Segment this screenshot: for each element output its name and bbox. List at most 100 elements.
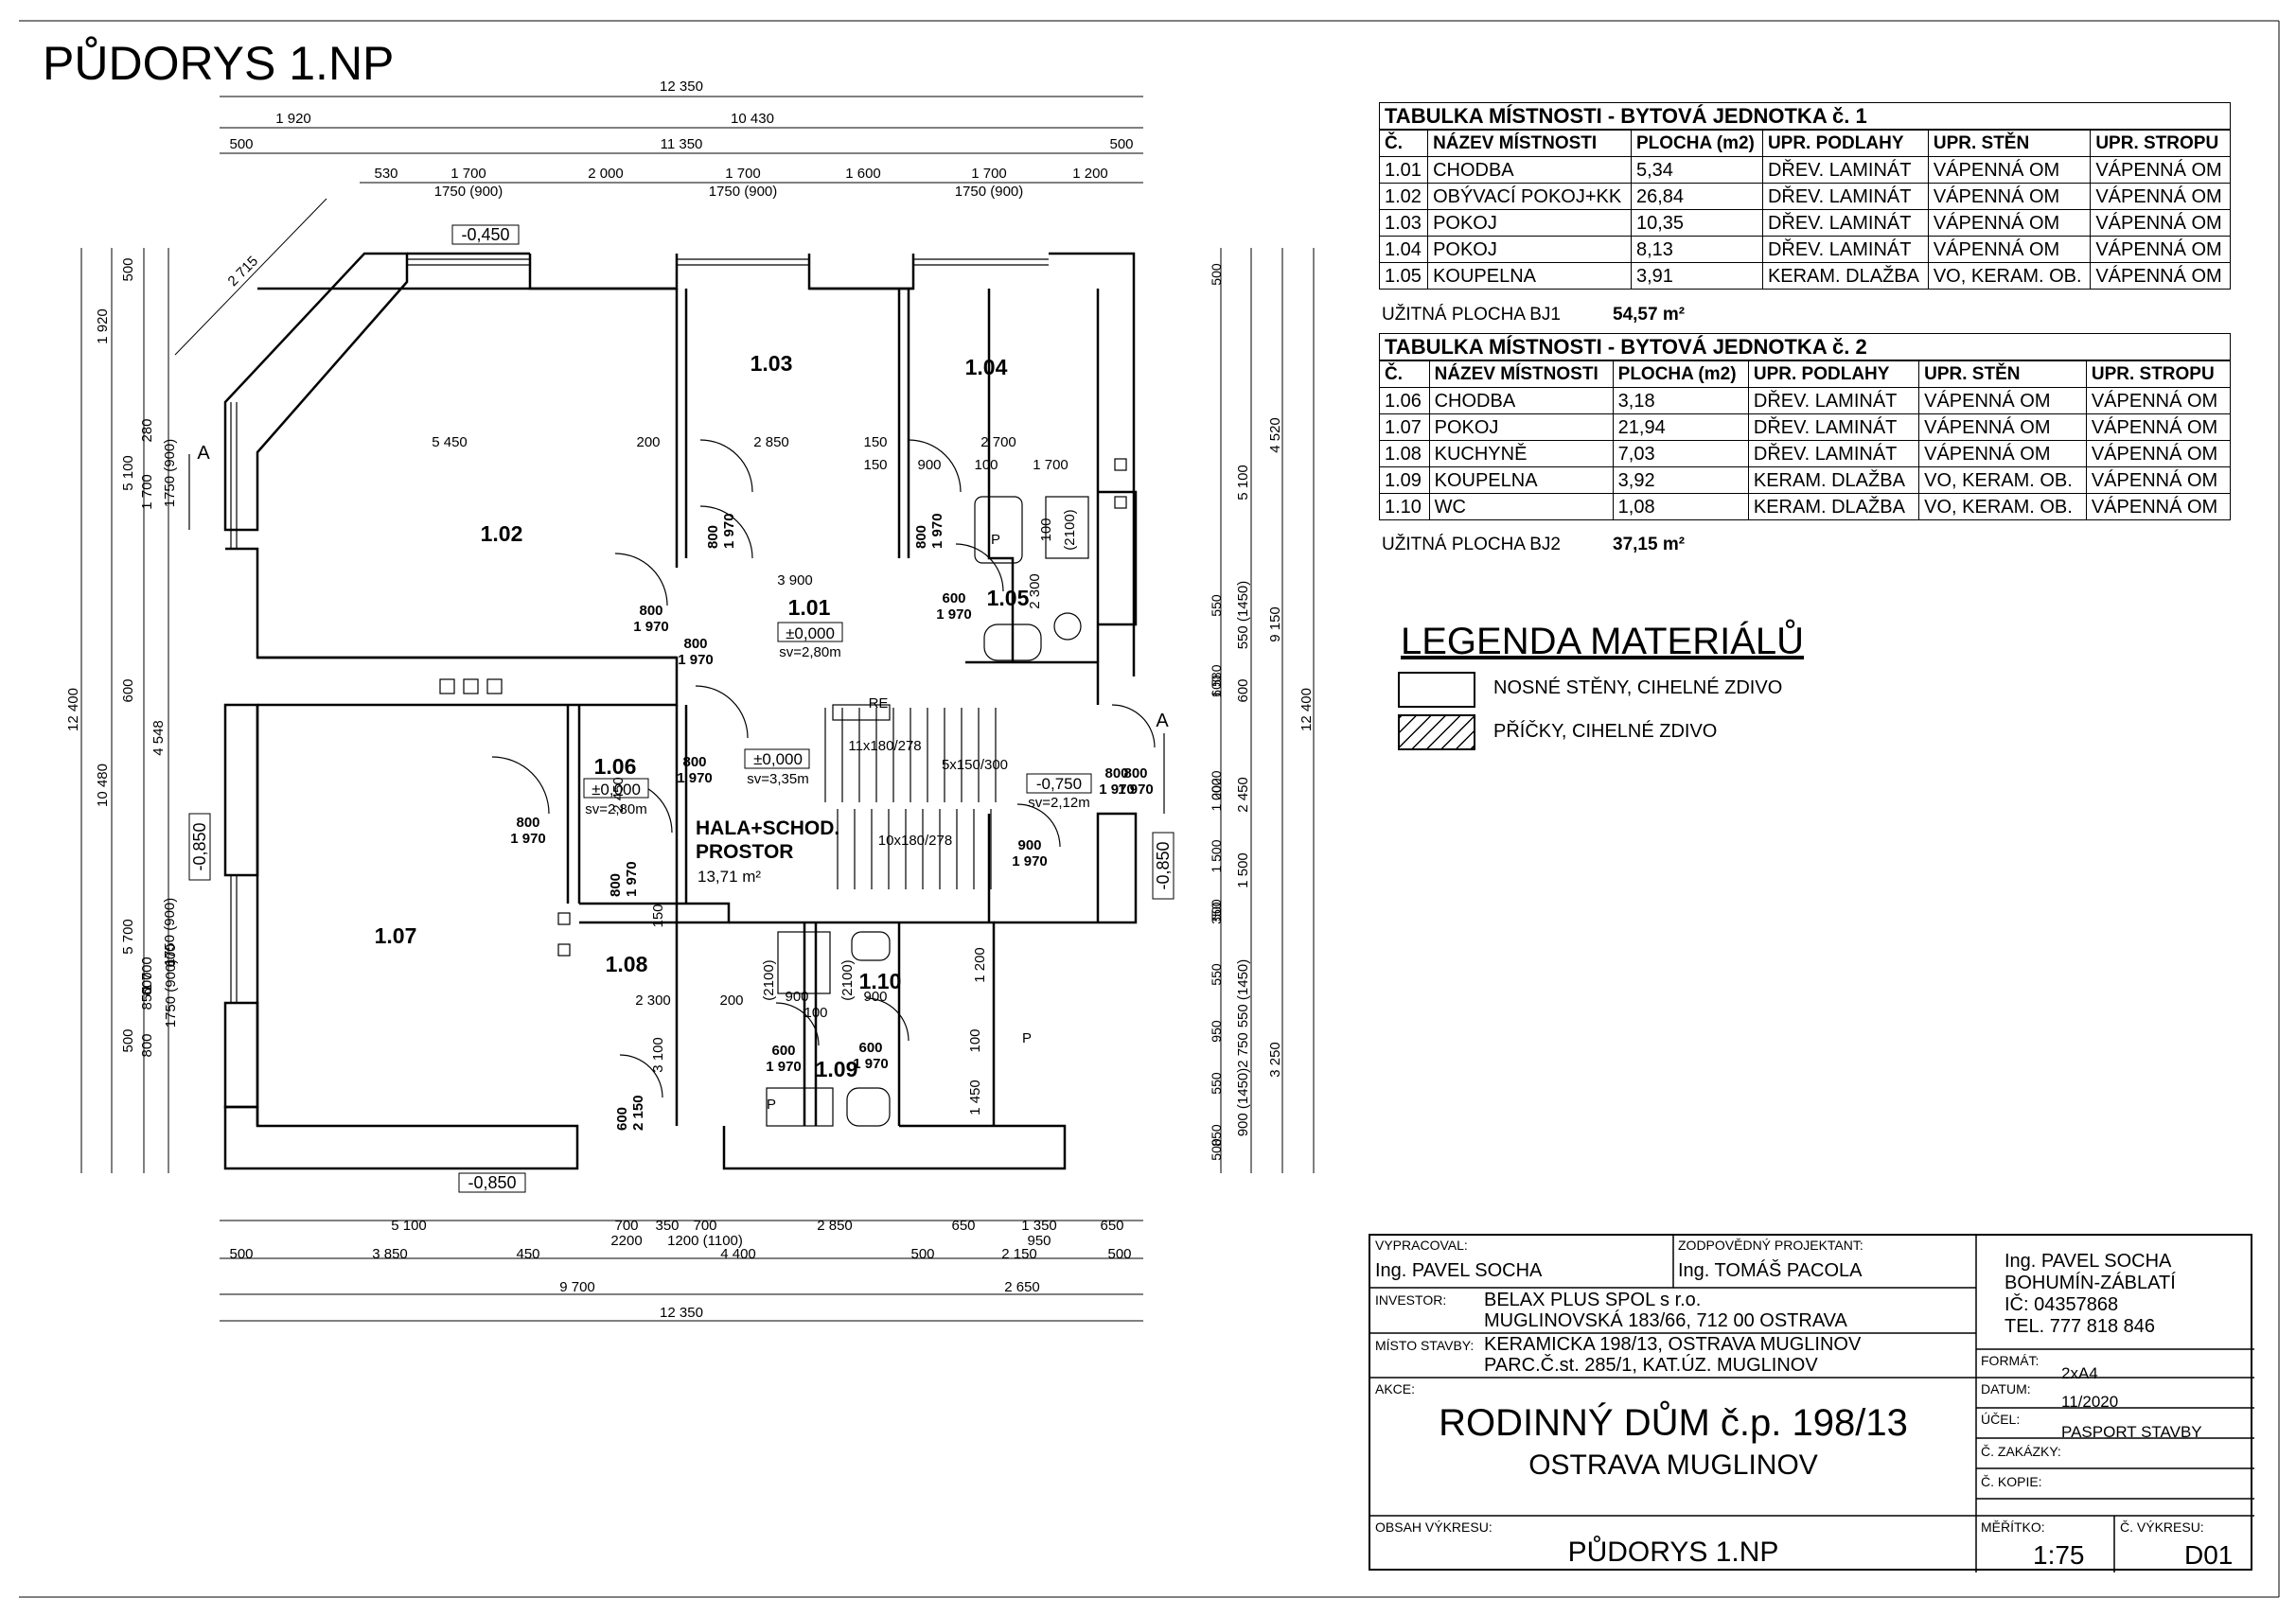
- dimension-text: 1 350: [1021, 1218, 1057, 1234]
- dimension-text: 3 900: [777, 572, 813, 588]
- tb-misto-line: PARC.Č.st. 285/1, KAT.ÚZ. MUGLINOV: [1484, 1355, 1818, 1376]
- dimension-text: 9 150: [1267, 606, 1283, 642]
- dimension-text: 500: [910, 1246, 934, 1262]
- stair-label: RE: [869, 695, 889, 711]
- dimension-text: 500: [1107, 1246, 1131, 1262]
- dimension-text: 1 700: [139, 474, 155, 510]
- utility-label: UŽITNÁ PLOCHA BJ1: [1382, 305, 1561, 325]
- door-height: 1 970: [677, 770, 713, 786]
- window-dimension: 1750 (900): [162, 439, 178, 508]
- table-header-cell: Č.: [1378, 129, 1429, 157]
- fixture-label: P: [991, 532, 1000, 548]
- dimension-text: 650: [951, 1218, 975, 1234]
- dimension-lines: [80, 96, 1315, 1322]
- tb-label: DATUM:: [1981, 1381, 2031, 1396]
- hall-label: HALA+SCHOD.: [696, 817, 839, 839]
- table-cell: 5,34: [1630, 156, 1763, 184]
- tb-label: Č. KOPIE:: [1981, 1474, 2042, 1489]
- table-cell: DŘEV. LAMINÁT: [1747, 387, 1920, 414]
- utility-label: UŽITNÁ PLOCHA BJ2: [1382, 535, 1561, 554]
- door-height: 1 970: [929, 513, 945, 549]
- table-cell: VÁPENNÁ OM: [1918, 440, 2087, 467]
- landing-ceiling-height: sv=2,12m: [1028, 795, 1089, 811]
- dimension-text: 500: [229, 1246, 253, 1262]
- door-height: 1 970: [510, 831, 546, 847]
- dimension-text: 3 250: [1267, 1042, 1283, 1078]
- dimension-text: 500: [1209, 899, 1224, 922]
- door-height: 1 970: [1118, 782, 1154, 798]
- table-header-cell: UPR. STROPU: [2085, 360, 2232, 388]
- dimension-text: 100: [804, 1005, 827, 1021]
- dimension-text: 450: [516, 1246, 539, 1262]
- dimension-text: 2 300: [1027, 573, 1043, 609]
- dimension-text: 1 500: [1209, 839, 1224, 872]
- drawing-title: PŮDORYS 1.NP: [43, 37, 395, 90]
- dimension-text: 350: [1209, 902, 1224, 924]
- table-cell: WC: [1428, 493, 1614, 520]
- table-cell: VO, KERAM. OB.: [1927, 262, 2092, 290]
- tb-ucel: PASPORT STAVBY: [2061, 1423, 2202, 1441]
- dimension-text: 1 700: [139, 957, 155, 992]
- dimension-text: 500: [1209, 263, 1224, 286]
- table-cell: OBÝVACÍ POKOJ+KK: [1427, 183, 1632, 210]
- level-box: [1152, 832, 1174, 900]
- dimension-text: 280: [139, 418, 155, 442]
- dimension-text: 4 400: [720, 1246, 756, 1262]
- dimension-text: 100: [967, 1028, 983, 1052]
- dimension-text: 600: [1209, 675, 1224, 697]
- dimension-text: 5 450: [432, 434, 468, 450]
- dimension-text: 2 700: [980, 434, 1016, 450]
- tb-label: VYPRACOVAL:: [1375, 1238, 1468, 1253]
- tb-investor-line: MUGLINOVSKÁ 183/66, 712 00 OSTRAVA: [1484, 1310, 1847, 1331]
- dimension-text: 530: [374, 166, 397, 182]
- level-box: [451, 224, 520, 245]
- door-width: 600: [942, 590, 965, 606]
- table-header-cell: UPR. PODLAHY: [1747, 360, 1920, 388]
- table-cell: CHODBA: [1427, 156, 1632, 184]
- tb-akce-title: RODINNÝ DŮM č.p. 198/13: [1439, 1402, 1908, 1444]
- tb-label: AKCE:: [1375, 1381, 1416, 1396]
- tb-firm: Ing. PAVEL SOCHA BOHUMÍN-ZÁBLATÍ IČ: 043…: [2005, 1251, 2176, 1338]
- dimension-text: 2 650: [1004, 1279, 1040, 1295]
- table-cell: 1.09: [1379, 466, 1430, 494]
- door-height: 2 150: [630, 1095, 646, 1131]
- dimension-text: (2100): [839, 959, 856, 1000]
- tb-akce-subtitle: OSTRAVA MUGLINOV: [1528, 1449, 1818, 1481]
- door-height: 1 970: [766, 1059, 802, 1075]
- dimension-text: 900: [917, 457, 941, 473]
- terrain-level: -0,850: [190, 822, 209, 870]
- tb-misto: KERAMICKA 198/13, OSTRAVA MUGLINOV PARC.…: [1484, 1334, 1861, 1376]
- dimension-text: 2 450: [610, 777, 627, 813]
- title-block-grid: [1370, 1236, 2254, 1572]
- table-cell: VÁPENNÁ OM: [1918, 413, 2087, 441]
- dimension-text: 4 548: [150, 720, 167, 756]
- room-table-bj2: TABULKA MÍSTNOSTI - BYTOVÁ JEDNOTKA č. 2…: [1379, 333, 2232, 520]
- door-width: 800: [516, 815, 539, 831]
- dimension-text: 1 600: [845, 166, 881, 182]
- tb-datum: 11/2020: [2061, 1393, 2119, 1411]
- dimension-text: 2 150: [1001, 1246, 1037, 1262]
- stair-label: 5x150/300: [942, 757, 1008, 773]
- legend-item: PŘÍČKY, CIHELNÉ ZDIVO: [1493, 721, 1718, 742]
- door-width: 800: [1123, 765, 1147, 782]
- table-cell: 26,84: [1630, 183, 1763, 210]
- tb-firm-line: IČ: 04357868: [2005, 1294, 2119, 1315]
- table-cell: DŘEV. LAMINÁT: [1747, 440, 1920, 467]
- table-cell: 8,13: [1630, 236, 1763, 263]
- dimension-text: 550 (1450): [1235, 581, 1251, 650]
- table-cell: DŘEV. LAMINÁT: [1747, 413, 1920, 441]
- dimension-text: (2100): [761, 959, 777, 1000]
- dimension-text: 150: [863, 457, 887, 473]
- table-header-cell: PLOCHA (m2): [1612, 360, 1749, 388]
- dimension-text: 2 850: [817, 1218, 853, 1234]
- door-width: 600: [858, 1040, 882, 1056]
- door-width: 800: [1104, 765, 1128, 782]
- dimension-text: 1 500: [1235, 852, 1251, 888]
